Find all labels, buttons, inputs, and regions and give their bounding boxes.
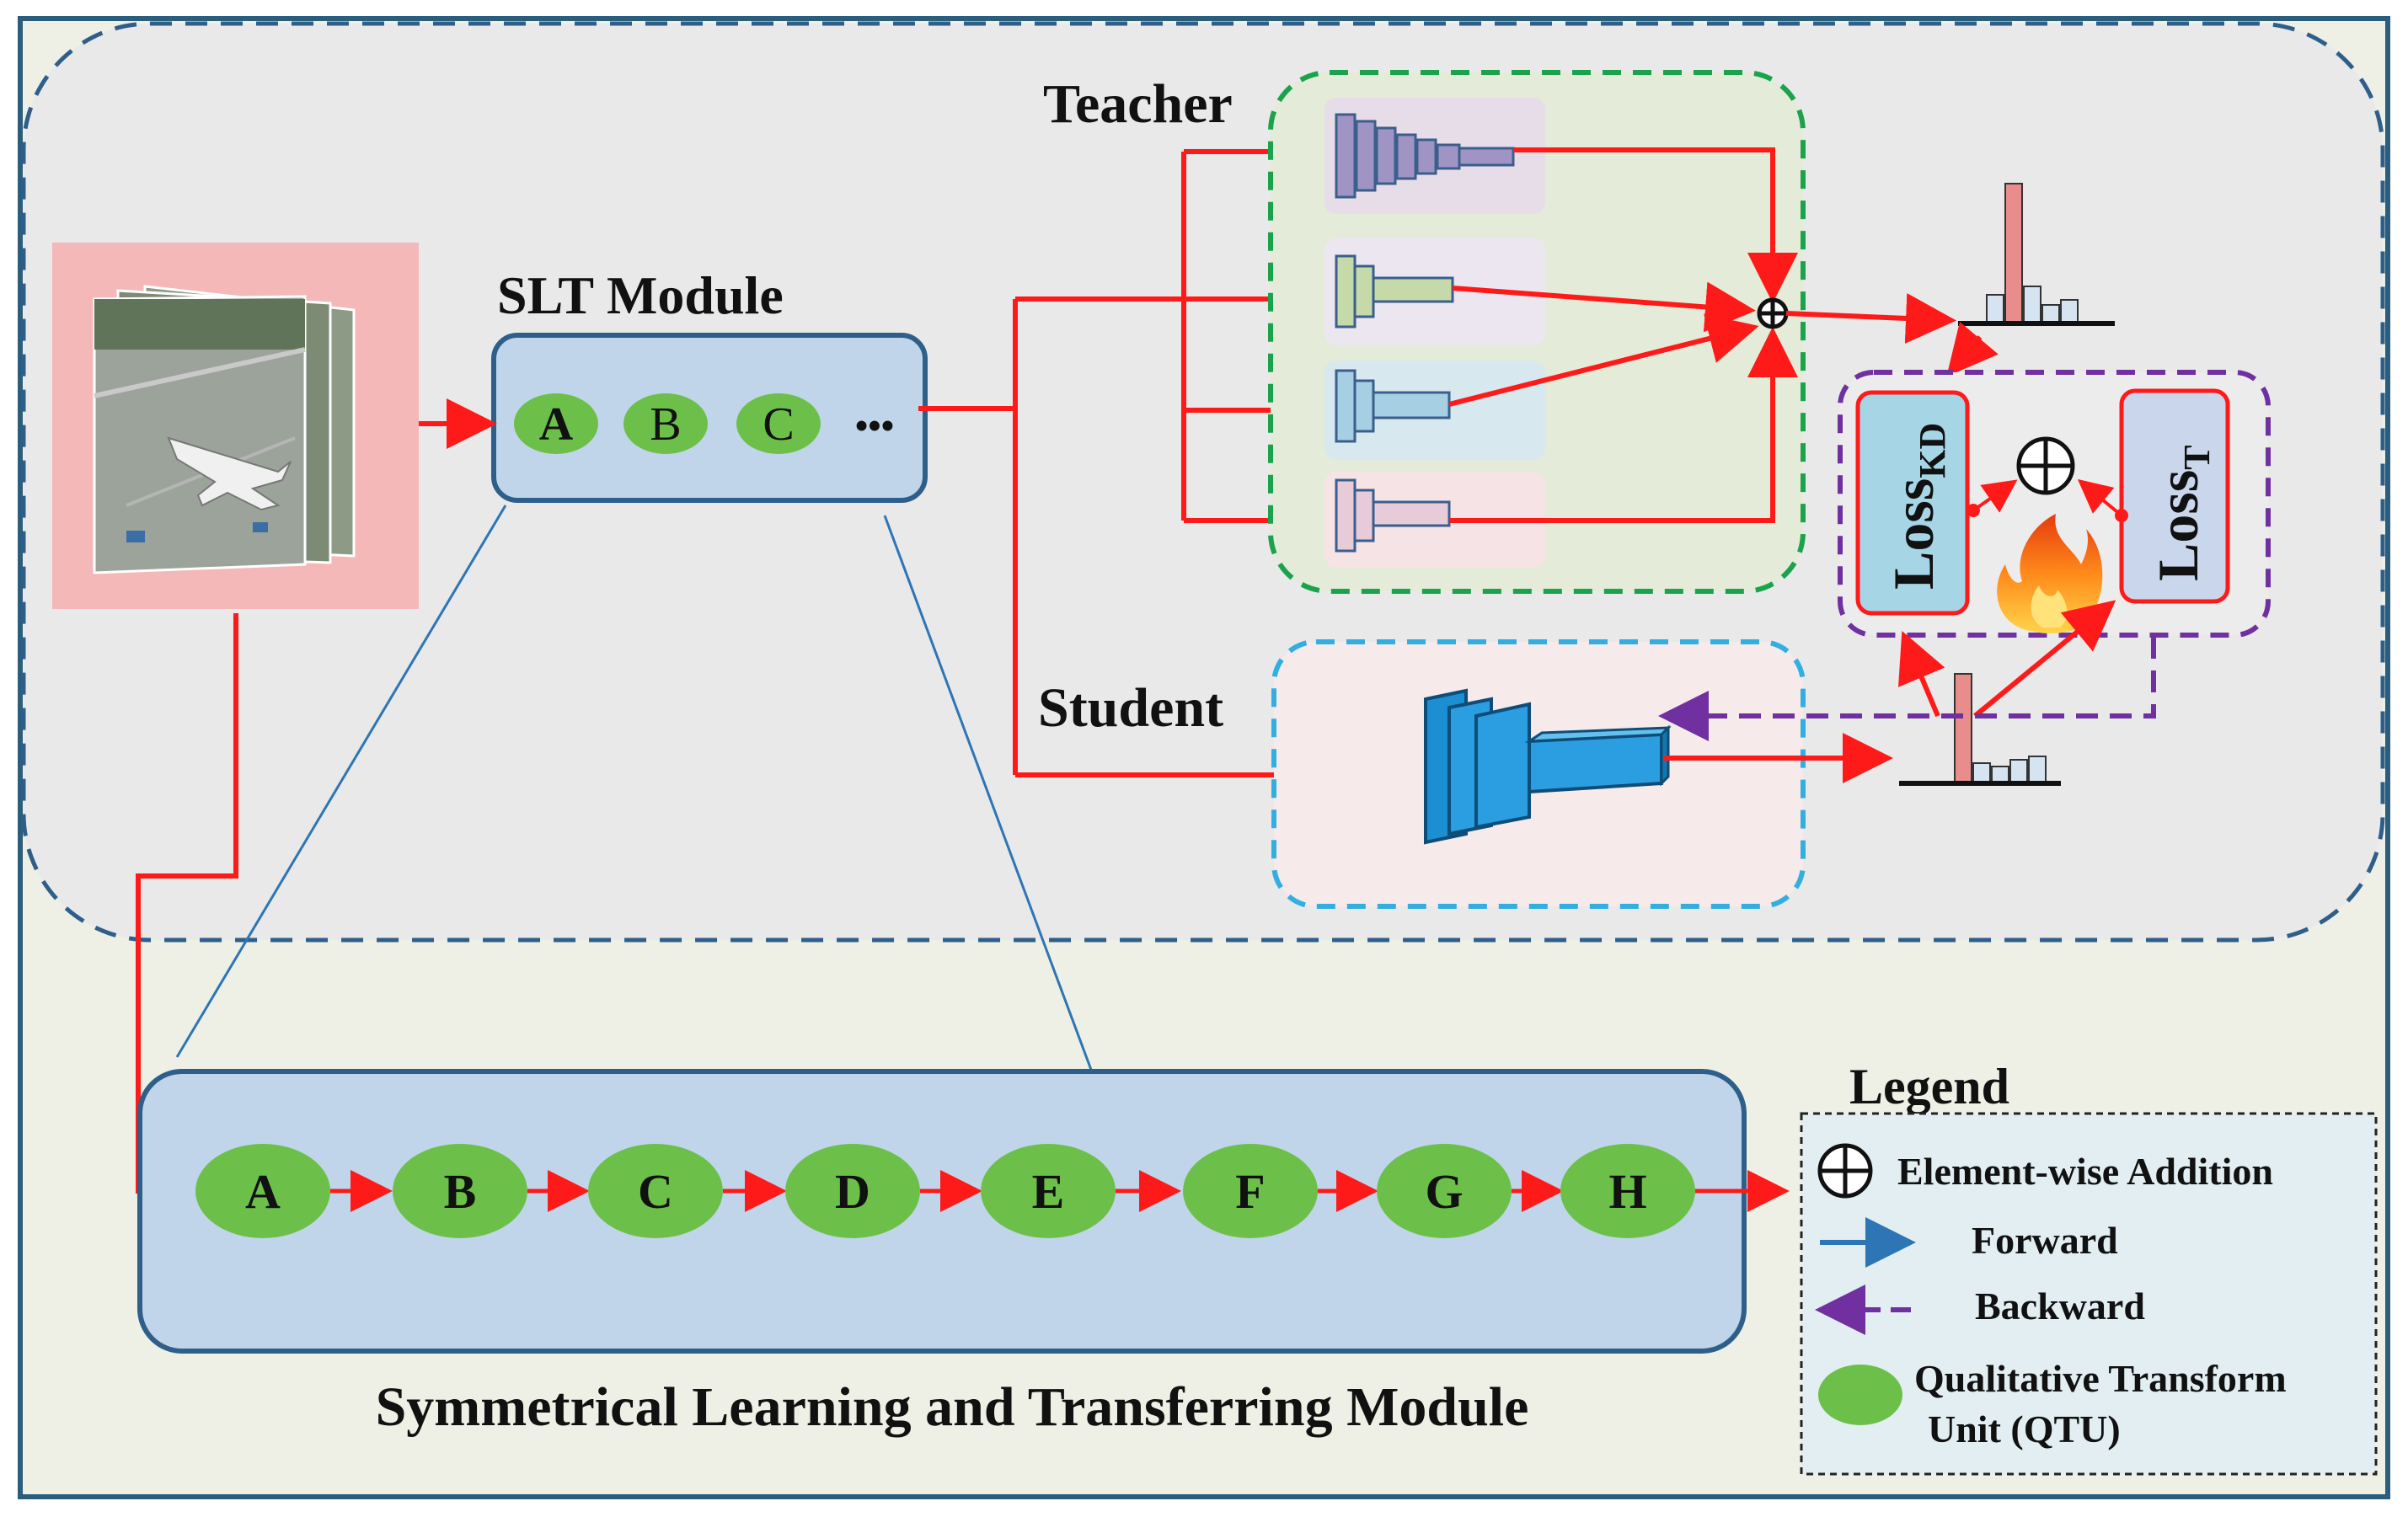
- svg-text:H: H: [1608, 1164, 1646, 1219]
- zoom-line-right: [883, 515, 1093, 1071]
- arrow-teacher-4-out: [1449, 327, 1798, 523]
- teacher-model-3: [1324, 361, 1545, 460]
- svg-text:B: B: [444, 1164, 477, 1219]
- arrow-teacher-dist-to-losskd: [1946, 321, 1999, 377]
- qtu-a: A: [195, 1144, 330, 1238]
- loss-t-box: LossT: [2119, 388, 2230, 604]
- arrow-student-dist-to-losst: [1973, 600, 2116, 718]
- legend-qtu-icon: [1818, 1365, 1902, 1425]
- svg-text:B: B: [650, 398, 681, 451]
- svg-text:LossKD: LossKD: [1881, 423, 1953, 590]
- qtu-h: H: [1560, 1144, 1695, 1238]
- slt-unit-c: C: [736, 393, 821, 454]
- teacher-model-4: [1324, 472, 1545, 568]
- qtu-g: G: [1377, 1144, 1512, 1238]
- arrow-student-dist-to-losskd: [1898, 630, 1945, 718]
- legend-forward-label: Forward: [1972, 1219, 2118, 1262]
- input-image: [52, 243, 419, 609]
- zoom-line-left: [175, 505, 507, 1058]
- arrow-losskd-to-sum: [1972, 479, 2018, 513]
- student-model: [1424, 688, 1672, 845]
- slt-unit-b: B: [623, 393, 708, 454]
- legend-addition-icon: [1817, 1143, 1873, 1199]
- student-label: Student: [1038, 677, 1223, 739]
- qtu-e: E: [981, 1144, 1116, 1238]
- teacher-model-1: [1324, 98, 1545, 214]
- qtu-d: D: [785, 1144, 920, 1238]
- slt-ellipsis: •••: [855, 405, 894, 446]
- svg-text:A: A: [539, 398, 574, 451]
- arrow-sum-to-teacher-dist: [1785, 293, 1956, 344]
- arrow-teacher-3-out: [1448, 313, 1759, 407]
- slt-module-title: SLT Module: [497, 265, 784, 325]
- loss-addition-icon: [2016, 436, 2075, 495]
- teacher-label: Teacher: [1043, 73, 1233, 135]
- arrow-losst-to-sum: [2077, 478, 2123, 517]
- arrow-teacher-2-out: [1452, 281, 1756, 333]
- qtu-b: B: [393, 1144, 527, 1238]
- qtu-f: F: [1183, 1144, 1318, 1238]
- teacher-model-2: [1324, 238, 1545, 345]
- legend-qtu-label-1: Qualitative Transform: [1914, 1357, 2287, 1400]
- svg-text:LossT: LossT: [2146, 445, 2218, 581]
- symmetric-module-title: Symmetrical Learning and Transferring Mo…: [376, 1376, 1529, 1438]
- arrow-teacher-1-out: [1513, 147, 1798, 303]
- svg-text:C: C: [638, 1164, 673, 1219]
- svg-text:E: E: [1032, 1164, 1065, 1219]
- legend-qtu-label-2: Unit (QTU): [1928, 1407, 2121, 1450]
- student-distribution: [1899, 673, 2061, 786]
- qtu-c: C: [588, 1144, 723, 1238]
- legend-backward-label: Backward: [1975, 1285, 2145, 1327]
- loss-kd-box: LossKD: [1855, 390, 1970, 616]
- legend-title: Legend: [1849, 1059, 2009, 1114]
- svg-text:F: F: [1235, 1164, 1265, 1219]
- svg-text:G: G: [1425, 1164, 1463, 1219]
- backward-arrow: [1658, 637, 2156, 741]
- legend-addition-label: Element-wise Addition: [1897, 1150, 2273, 1193]
- addition-node-icon: [1757, 297, 1789, 329]
- legend-box: [1800, 1112, 2378, 1476]
- svg-text:D: D: [835, 1164, 870, 1219]
- svg-text:C: C: [763, 398, 794, 451]
- svg-text:A: A: [245, 1164, 281, 1219]
- slt-unit-a: A: [514, 393, 598, 454]
- airplane-icon: [167, 436, 292, 511]
